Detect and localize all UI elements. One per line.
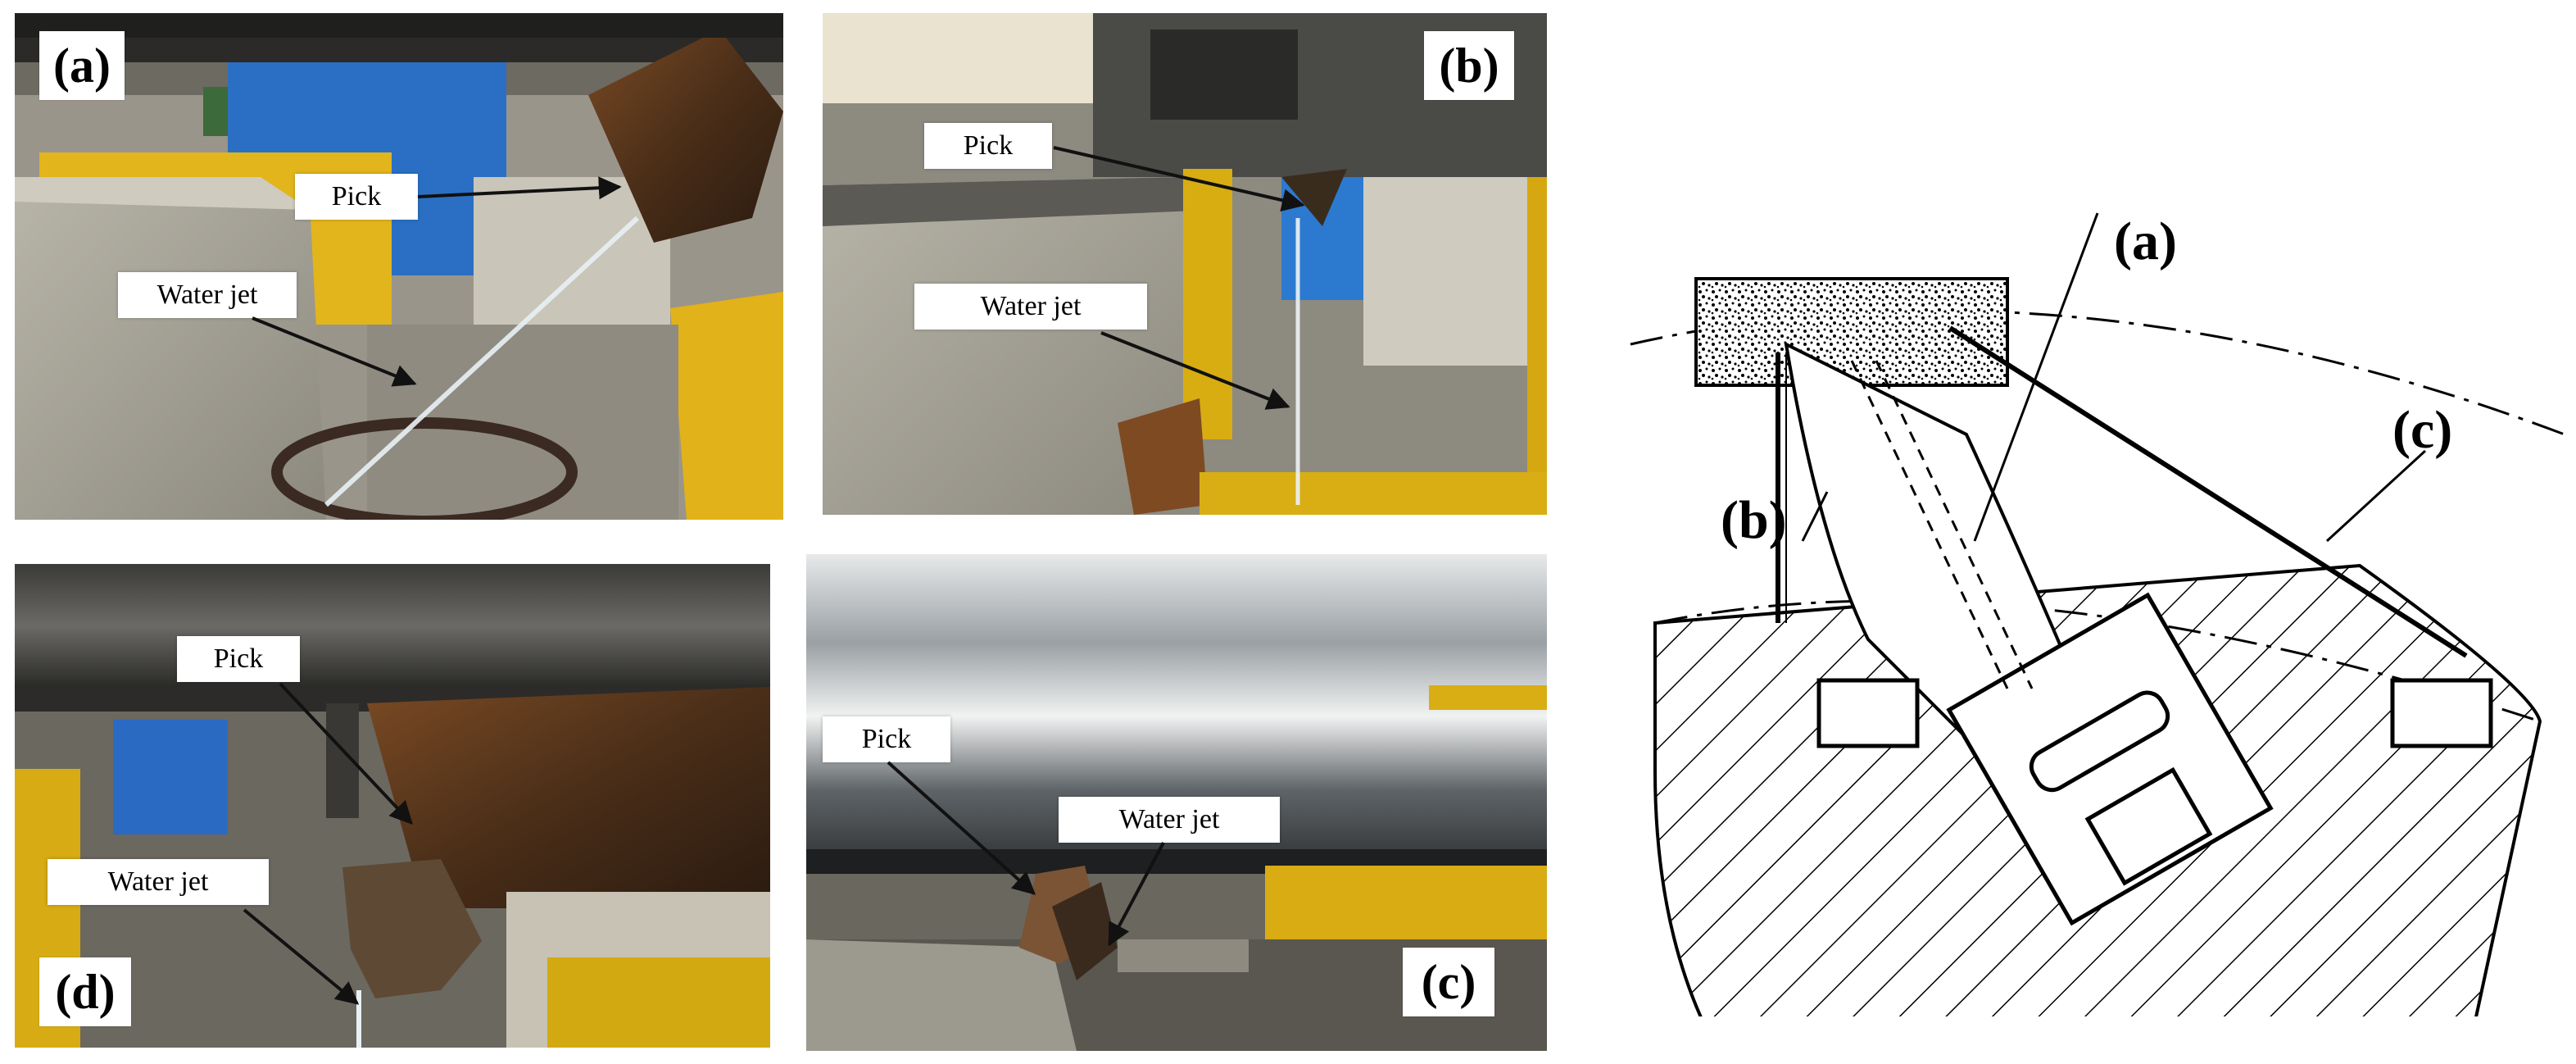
diagram-label-a: (a) (2114, 211, 2177, 271)
cutting-drum-diagram: (a) (b) (c) (1606, 197, 2576, 1026)
panel-tag-a: (a) (39, 31, 125, 100)
photo-panel-d: (d) Pick Water jet (15, 564, 770, 1048)
pick-holder-body (1946, 592, 2274, 926)
panel-tag-c: (c) (1403, 948, 1494, 1016)
diagram-drawing (1630, 212, 2565, 1026)
pick-label-a: Pick (295, 174, 418, 220)
photo-panel-b: (b) Pick Water jet (823, 13, 1547, 515)
photo-panel-c: (c) Pick Water jet (806, 554, 1547, 1051)
diagram-label-b: (b) (1721, 490, 1787, 550)
panel-tag-d: (d) (39, 957, 131, 1026)
diagram-label-c: (c) (2392, 400, 2453, 460)
water-jet-label-d: Water jet (48, 859, 269, 905)
photo-panel-a: (a) Pick Water jet (15, 13, 783, 520)
panel-tag-b: (b) (1424, 31, 1514, 100)
pick-label-b: Pick (924, 123, 1052, 169)
photo-a-scene (15, 13, 783, 520)
water-jet-label-c: Water jet (1059, 797, 1280, 843)
pick-label-d: Pick (177, 636, 300, 682)
water-jet-label-b: Water jet (914, 284, 1147, 330)
pick-label-c: Pick (823, 716, 950, 762)
water-jet-label-a: Water jet (118, 272, 297, 318)
